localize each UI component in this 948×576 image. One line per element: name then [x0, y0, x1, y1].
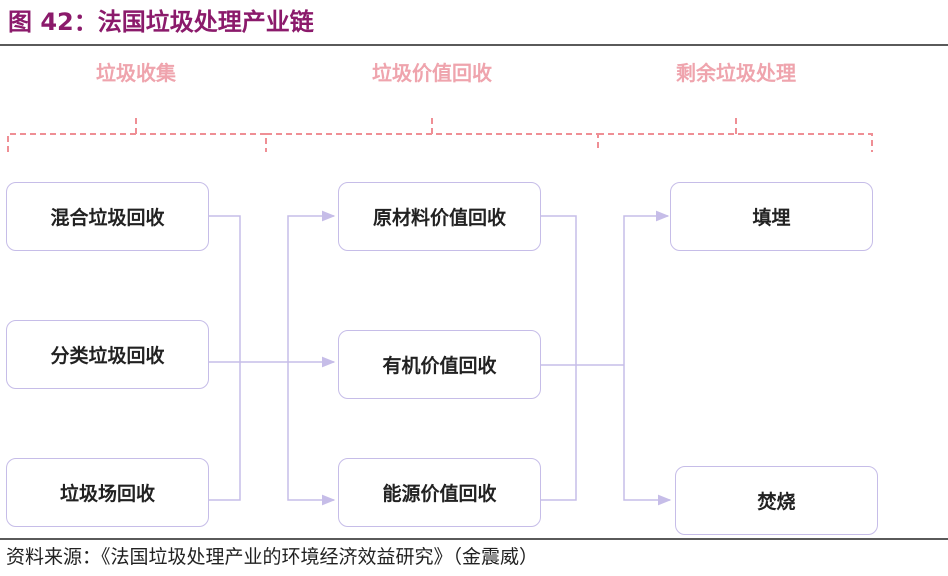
bottom-rule [0, 538, 948, 540]
stage-label-recovery: 垃圾价值回收 [372, 61, 492, 85]
connector-to-energy [287, 362, 336, 506]
stage-label-collection: 垃圾收集 [96, 61, 176, 85]
connector-to-incineration [623, 365, 672, 506]
connector-landfill-site-collection [209, 362, 241, 501]
box-sorted-waste-recovery: 分类垃圾回收 [6, 320, 209, 389]
connector-to-landfill [623, 210, 670, 365]
connector-to-raw-material [287, 210, 336, 362]
box-incineration: 焚烧 [675, 466, 878, 535]
stage-label-disposal: 剩余垃圾处理 [676, 61, 796, 85]
box-landfill-site-recovery: 垃圾场回收 [6, 458, 209, 527]
top-rule [0, 44, 948, 46]
bracket-recovery [266, 116, 599, 152]
connector-raw-material-out [541, 215, 577, 501]
figure-title: 图 42：法国垃圾处理产业链 [8, 8, 314, 36]
box-energy-value-recovery: 能源价值回收 [338, 458, 541, 527]
box-organic-value-recovery: 有机价值回收 [338, 330, 541, 399]
box-mixed-waste-recovery: 混合垃圾回收 [6, 182, 209, 251]
box-raw-material-value-recovery: 原材料价值回收 [338, 182, 541, 251]
bracket-collection [7, 116, 267, 152]
source-note: 资料来源：《法国垃圾处理产业的环境经济效益研究》（金震威） [6, 546, 539, 568]
connector-mixed-collection [209, 215, 241, 362]
box-landfill: 填埋 [670, 182, 873, 251]
bracket-disposal [598, 116, 873, 152]
